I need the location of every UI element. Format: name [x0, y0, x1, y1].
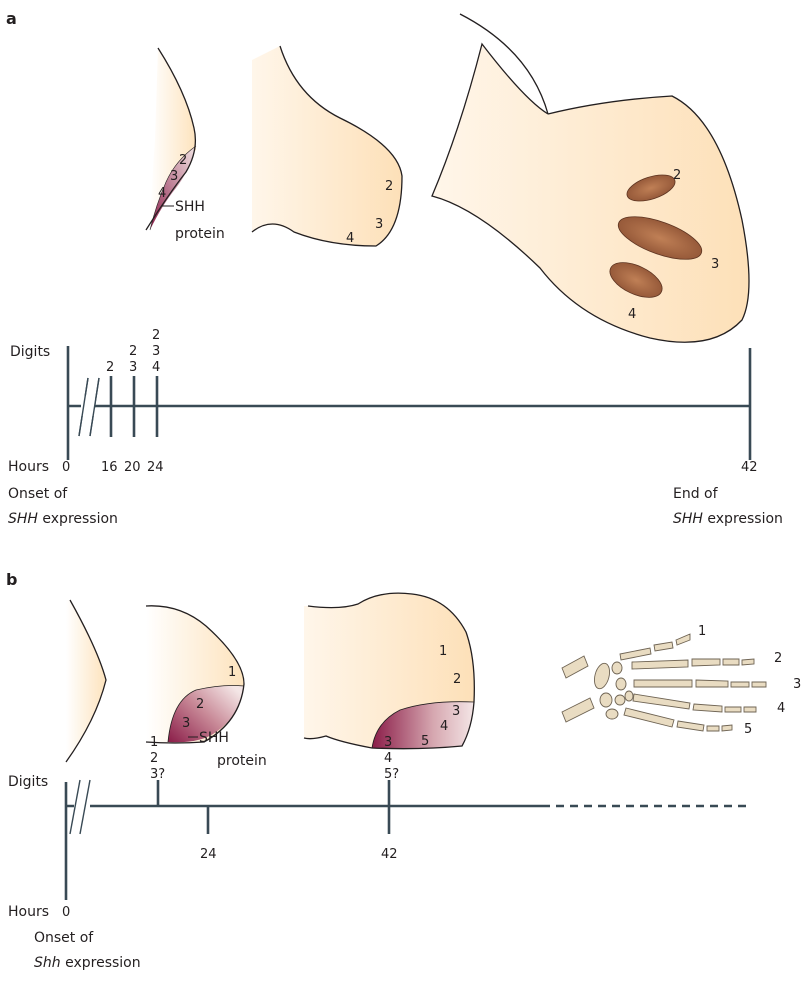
shh-protein-label: protein — [217, 753, 267, 769]
bud-a3-digit: 2 — [673, 168, 681, 183]
end-label: SHH expression — [673, 511, 783, 527]
hour-tick-label: 42 — [741, 460, 758, 475]
bud-a2-digit: 4 — [346, 231, 354, 246]
hour-tick-label: 0 — [62, 460, 70, 475]
hour-tick-label: 20 — [124, 460, 141, 475]
tick-digit: 1 — [150, 735, 158, 750]
timeline-b: Digits 1 2 3? 3 4 5? Hours 0 24 42 Onset… — [8, 735, 748, 971]
bud-a2-digit: 3 — [375, 217, 383, 232]
bud-a2-digit: 2 — [385, 179, 393, 194]
bud-b3-digit: 2 — [453, 672, 461, 687]
hour-tick-label: 24 — [147, 460, 164, 475]
limb-bud-a3: 2 3 4 — [432, 14, 749, 342]
limb-bud-b2: 1 2 3 SHH protein — [146, 606, 267, 769]
hour-tick-label: 42 — [381, 847, 398, 862]
limb-bud-b3: 1 2 3 4 5 — [304, 593, 474, 749]
hand-skeleton: 1 2 3 4 5 — [562, 624, 801, 737]
tick-digit: 5? — [384, 767, 399, 782]
bud-b3-digit: 1 — [439, 644, 447, 659]
tick-digit: 3? — [150, 767, 165, 782]
panel-a-label: a — [6, 9, 17, 28]
limb-bud-b1 — [66, 600, 106, 762]
bud-a1-digit: 2 — [179, 153, 187, 168]
bud-b2-digit: 1 — [228, 665, 236, 680]
tick-digit: 3 — [384, 735, 392, 750]
tick-digit: 2 — [150, 751, 158, 766]
limb-bud-a2: 2 3 4 — [252, 46, 402, 246]
hour-tick-label: 24 — [200, 847, 217, 862]
tick-digit: 2 — [129, 344, 137, 359]
hours-axis-label: Hours — [8, 459, 49, 475]
panel-b-label: b — [6, 570, 17, 589]
hour-tick-label: 0 — [62, 905, 70, 920]
timeline-a: Digits 2 2 3 2 3 4 Hours 0 16 20 24 42 O… — [8, 328, 783, 527]
hand-digit: 1 — [698, 624, 706, 639]
end-label: End of — [673, 486, 719, 502]
shh-protein-label: SHH — [199, 730, 229, 746]
hours-axis-label: Hours — [8, 904, 49, 920]
bud-b2-digit: 3 — [182, 716, 190, 731]
hand-digit: 2 — [774, 651, 782, 666]
onset-label: Onset of — [8, 486, 68, 502]
tick-digit: 2 — [152, 328, 160, 343]
tick-digit: 2 — [106, 360, 114, 375]
digits-axis-label: Digits — [8, 774, 48, 790]
hand-digit: 3 — [793, 677, 801, 692]
bud-a3-digit: 3 — [711, 257, 719, 272]
shh-protein-label: protein — [175, 226, 225, 242]
onset-label: Shh expression — [34, 955, 141, 971]
shh-protein-label: SHH — [175, 199, 205, 215]
bud-b3-digit: 4 — [440, 719, 448, 734]
bud-b2-digit: 2 — [196, 697, 204, 712]
digits-axis-label: Digits — [10, 344, 50, 360]
bud-a1-digit: 3 — [170, 169, 178, 184]
hand-digit: 5 — [744, 722, 752, 737]
tick-digit: 4 — [384, 751, 392, 766]
bud-a3-digit: 4 — [628, 307, 636, 322]
bud-b3-digit: 3 — [452, 704, 460, 719]
onset-label: SHH expression — [8, 511, 118, 527]
tick-digit: 3 — [129, 360, 137, 375]
tick-digit: 4 — [152, 360, 160, 375]
tick-digit: 3 — [152, 344, 160, 359]
hand-digit: 4 — [777, 701, 785, 716]
onset-label: Onset of — [34, 930, 94, 946]
bud-b3-digit: 5 — [421, 734, 429, 749]
bud-a1-digit: 4 — [158, 186, 166, 201]
hour-tick-label: 16 — [101, 460, 118, 475]
limb-bud-a1: 2 3 4 SHH protein — [146, 48, 225, 242]
